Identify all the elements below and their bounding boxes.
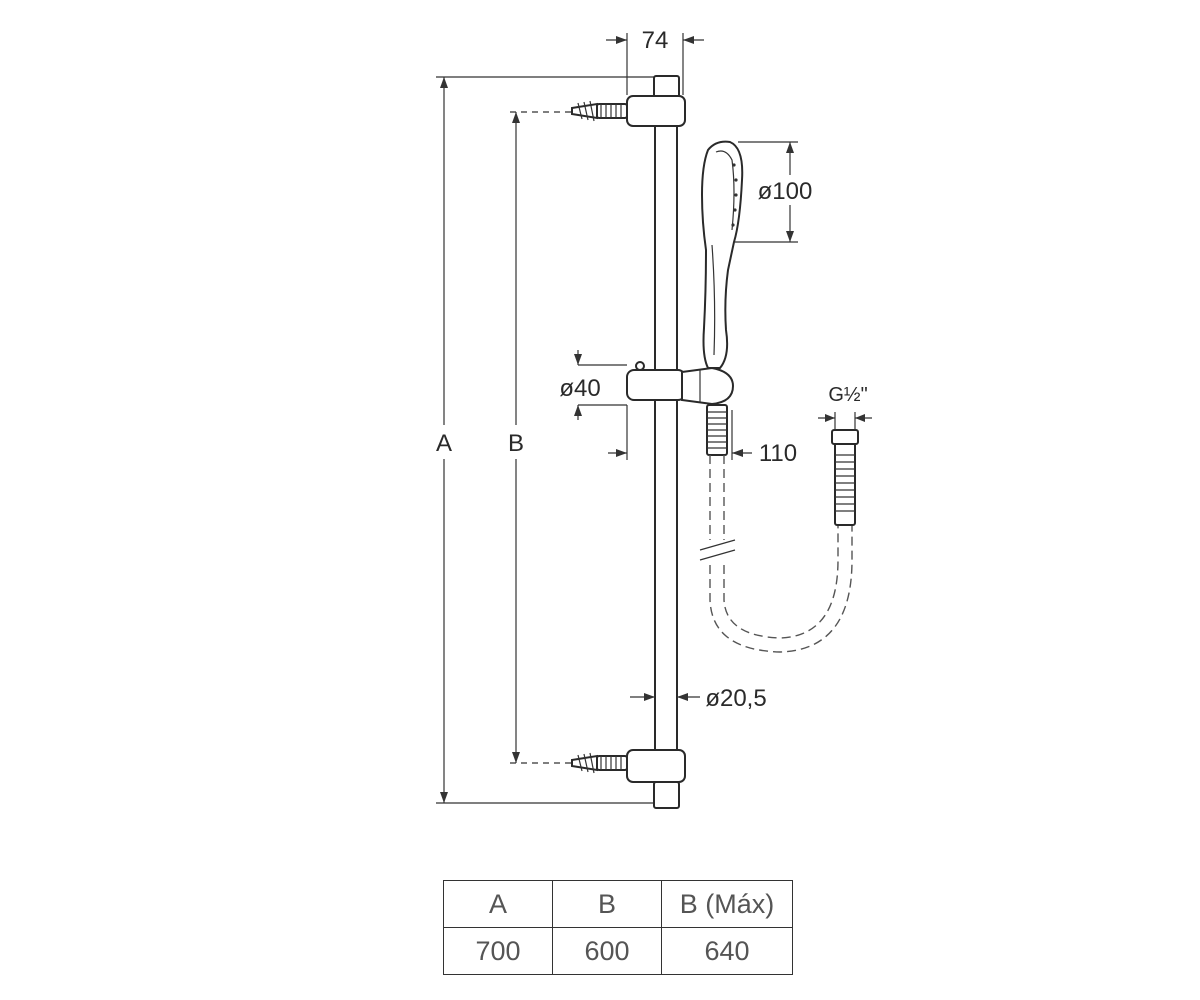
dimension-holder-label: ø40 [559, 375, 600, 402]
dimension-thread-label: G½" [828, 384, 867, 406]
dimension-head: ø100 [735, 141, 820, 243]
slide-rail [654, 81, 678, 809]
dimension-b-label: B [508, 430, 524, 457]
bottom-wall-bracket [571, 749, 686, 809]
dimension-width-label: 74 [642, 27, 669, 54]
dimension-head-label: ø100 [758, 178, 813, 205]
dimensions-table: A B B (Máx) 700 600 640 [443, 880, 793, 975]
table-header-cell: B [552, 880, 662, 928]
table-header-row: A B B (Máx) [443, 880, 793, 928]
sliding-holder [626, 361, 735, 406]
dimension-offset: 110 [608, 405, 797, 467]
top-wall-bracket [571, 75, 686, 127]
table-cell: 700 [443, 927, 553, 975]
table-cell: 640 [661, 927, 793, 975]
dimension-offset-label: 110 [759, 440, 797, 467]
dimension-a-label: A [436, 430, 452, 457]
dimension-width: 74 [606, 27, 704, 95]
table-header-cell: A [443, 880, 553, 928]
table-header-cell: B (Máx) [661, 880, 793, 928]
hand-shower [700, 140, 744, 369]
dimension-a: A [425, 76, 655, 804]
table-cell: 600 [552, 927, 662, 975]
dimension-holder: ø40 [559, 350, 627, 420]
dimension-bar: ø20,5 [630, 685, 767, 712]
dimension-bar-label: ø20,5 [705, 685, 766, 712]
table-row: 700 600 640 [443, 927, 793, 975]
dimension-thread: G½" [818, 384, 872, 430]
dimension-b: B [497, 111, 600, 764]
shower-hose [699, 404, 859, 653]
